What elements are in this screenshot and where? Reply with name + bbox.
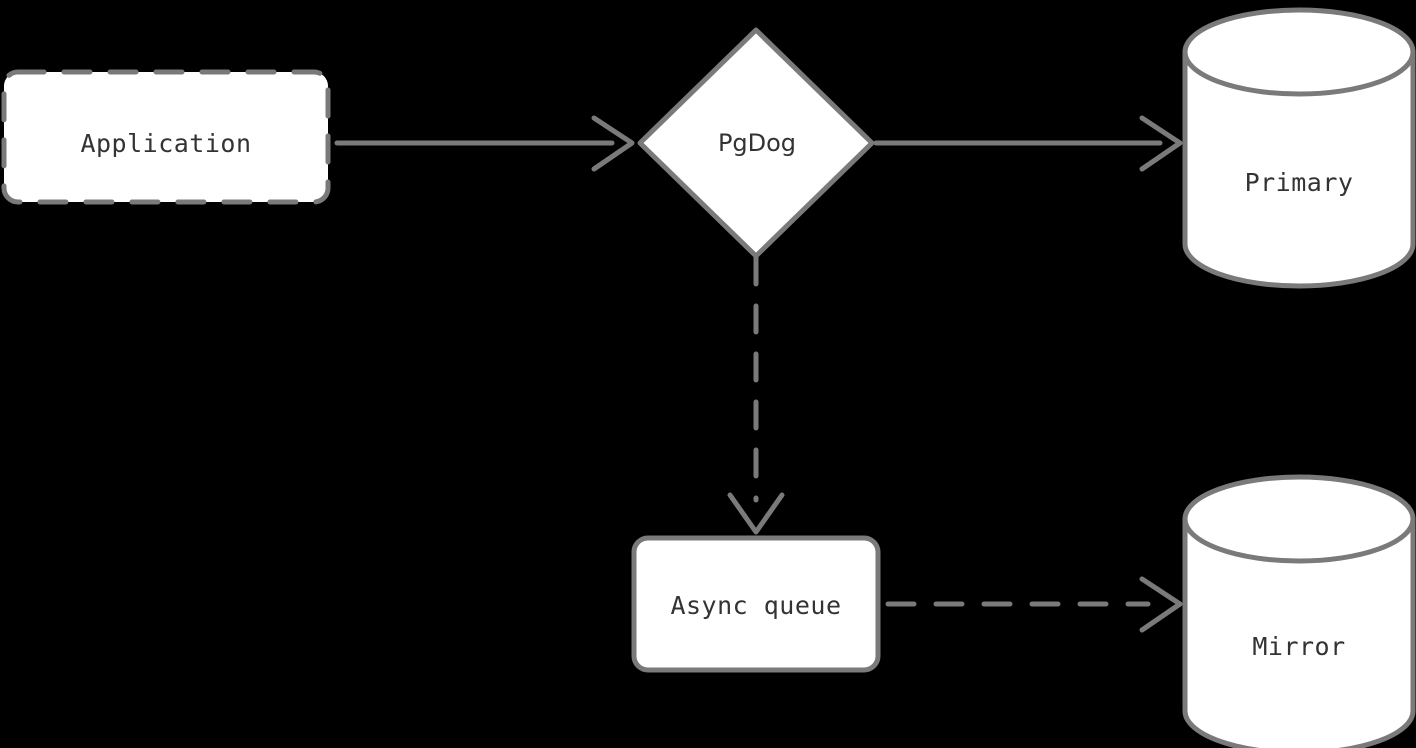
node-async-queue[interactable]: Async queue: [631, 535, 881, 673]
edge-application-to-pgdog-arrowhead: [591, 115, 635, 172]
node-mirror-label: Mirror: [1252, 632, 1345, 661]
node-primary-body-border: [1182, 49, 1416, 289]
node-primary-top-border: [1182, 7, 1416, 97]
node-application[interactable]: Application: [1, 69, 331, 205]
node-application-label: Application: [80, 129, 251, 158]
edge-async-queue-to-mirror-arrowhead: [1139, 576, 1183, 633]
edge-pgdog-to-primary: [873, 115, 1183, 172]
node-mirror-body-border: [1182, 516, 1416, 748]
node-pgdog-border: [637, 27, 875, 259]
node-mirror-body-fill: [1185, 519, 1413, 748]
edge-pgdog-to-async-queue: [727, 255, 785, 535]
node-pgdog[interactable]: PgDog: [637, 27, 875, 259]
edge-pgdog-to-primary-arrowhead: [1139, 115, 1183, 172]
node-async-queue-border: [631, 535, 881, 673]
node-mirror-top-fill: [1185, 477, 1413, 561]
node-async-queue-label: Async queue: [670, 591, 841, 620]
node-primary-top-fill: [1185, 10, 1413, 94]
edge-application-to-pgdog: [334, 115, 635, 172]
node-primary-label: Primary: [1245, 168, 1354, 197]
node-async-queue-fill: [634, 538, 878, 670]
node-pgdog-label: PgDog: [718, 129, 796, 157]
edge-pgdog-to-async-queue-arrowhead: [727, 492, 785, 535]
node-primary[interactable]: Primary: [1182, 7, 1416, 289]
node-application-border: [1, 69, 331, 205]
node-application-fill: [4, 72, 328, 202]
node-mirror[interactable]: Mirror: [1182, 474, 1416, 748]
node-primary-body-fill: [1185, 52, 1413, 286]
node-mirror-top-border: [1182, 474, 1416, 564]
edge-async-queue-to-mirror: [885, 576, 1183, 633]
